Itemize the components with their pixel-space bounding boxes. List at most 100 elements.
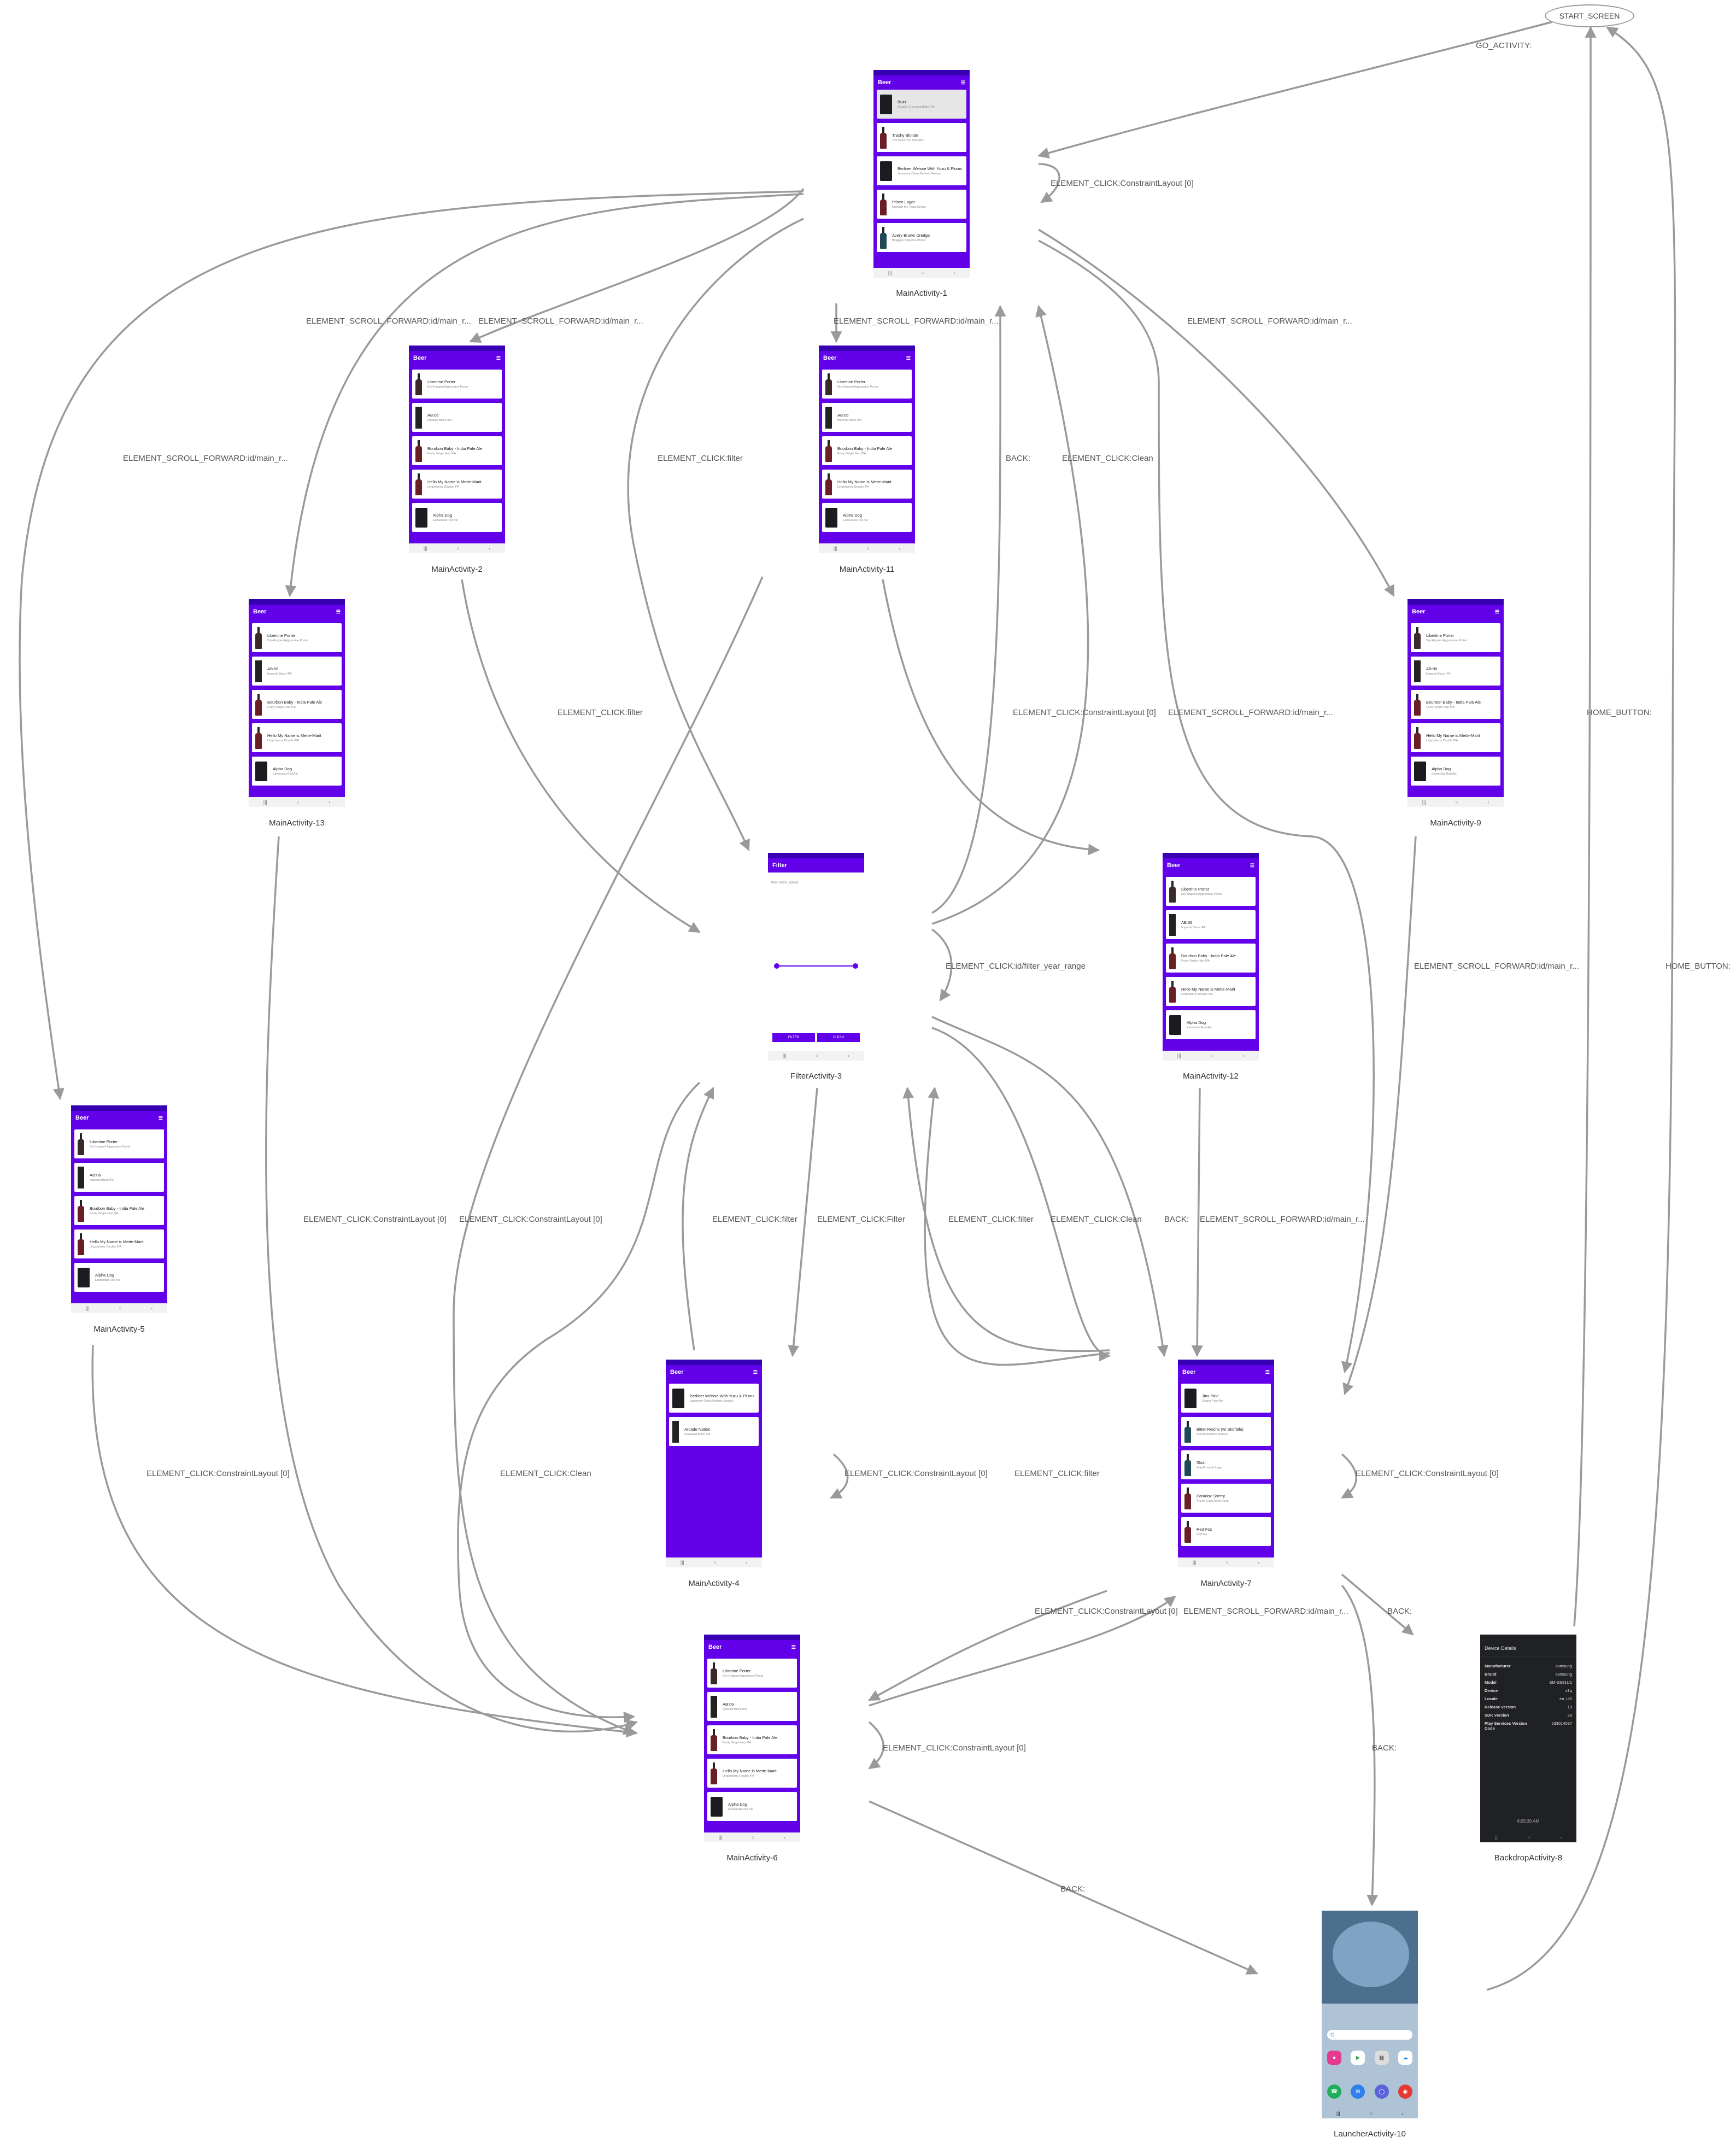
back-icon[interactable]: ‹: [151, 1305, 153, 1311]
recents-icon[interactable]: |||: [1422, 799, 1426, 805]
year-range-slider[interactable]: [774, 963, 858, 969]
clean-button[interactable]: CLEAN: [817, 1033, 860, 1042]
filter-button[interactable]: FILTER: [772, 1033, 815, 1042]
home-icon[interactable]: ○: [816, 1053, 819, 1058]
home-icon[interactable]: ○: [296, 799, 300, 805]
home-icon[interactable]: ○: [1528, 1835, 1531, 1840]
recents-icon[interactable]: |||: [85, 1305, 90, 1311]
play-store-icon[interactable]: ▶: [1351, 2051, 1365, 2065]
list-item[interactable]: Bitter Reichs (w/ Skirfalla)Spiced Berli…: [1181, 1417, 1271, 1446]
back-icon[interactable]: ‹: [899, 546, 901, 551]
home-icon[interactable]: ○: [866, 546, 870, 551]
back-icon[interactable]: ‹: [489, 546, 491, 551]
slider-max-handle[interactable]: [853, 963, 858, 969]
home-icon[interactable]: ○: [1225, 1560, 1229, 1565]
recents-icon[interactable]: |||: [1336, 2111, 1340, 2116]
google-folder-icon[interactable]: ▦: [1374, 2051, 1389, 2065]
messages-icon[interactable]: ✉: [1351, 2084, 1365, 2099]
home-icon[interactable]: ○: [119, 1305, 122, 1311]
home-icon[interactable]: ○: [713, 1560, 717, 1565]
recents-icon[interactable]: |||: [263, 799, 267, 805]
recents-icon[interactable]: |||: [833, 546, 837, 551]
galaxy-store-icon[interactable]: ●: [1327, 2051, 1341, 2065]
slider-min-handle[interactable]: [774, 963, 779, 969]
back-icon[interactable]: ‹: [1487, 799, 1489, 805]
google-search-bar[interactable]: G: [1327, 2030, 1412, 2040]
back-icon[interactable]: ‹: [329, 799, 331, 805]
onedrive-icon[interactable]: ☁: [1398, 2051, 1412, 2065]
recents-icon[interactable]: |||: [1494, 1835, 1499, 1840]
recents-icon[interactable]: |||: [782, 1053, 787, 1058]
back-icon[interactable]: ‹: [746, 1560, 748, 1565]
back-icon[interactable]: ‹: [1560, 1835, 1562, 1840]
back-icon[interactable]: ‹: [1401, 2111, 1404, 2116]
phone-icon[interactable]: ☎: [1327, 2084, 1341, 2099]
recents-icon[interactable]: |||: [680, 1560, 684, 1565]
home-icon[interactable]: ○: [752, 1835, 755, 1840]
recents-icon[interactable]: |||: [423, 546, 427, 551]
back-icon[interactable]: ‹: [1242, 1053, 1245, 1058]
internet-icon[interactable]: ◯: [1374, 2084, 1389, 2099]
recents-icon[interactable]: |||: [718, 1835, 723, 1840]
home-icon[interactable]: ○: [456, 546, 460, 551]
camera-icon[interactable]: ◉: [1398, 2084, 1412, 2099]
home-icon[interactable]: ○: [1455, 799, 1458, 805]
home-icon[interactable]: ○: [1369, 2111, 1373, 2116]
back-icon[interactable]: ‹: [1258, 1560, 1260, 1565]
home-icon[interactable]: ○: [921, 270, 924, 276]
back-icon[interactable]: ‹: [784, 1835, 786, 1840]
back-icon[interactable]: ‹: [953, 270, 955, 276]
recents-icon[interactable]: |||: [1192, 1560, 1197, 1565]
recents-icon[interactable]: |||: [1177, 1053, 1181, 1058]
back-icon[interactable]: ‹: [848, 1053, 850, 1058]
home-icon[interactable]: ○: [1210, 1053, 1213, 1058]
recents-icon[interactable]: |||: [888, 270, 892, 276]
